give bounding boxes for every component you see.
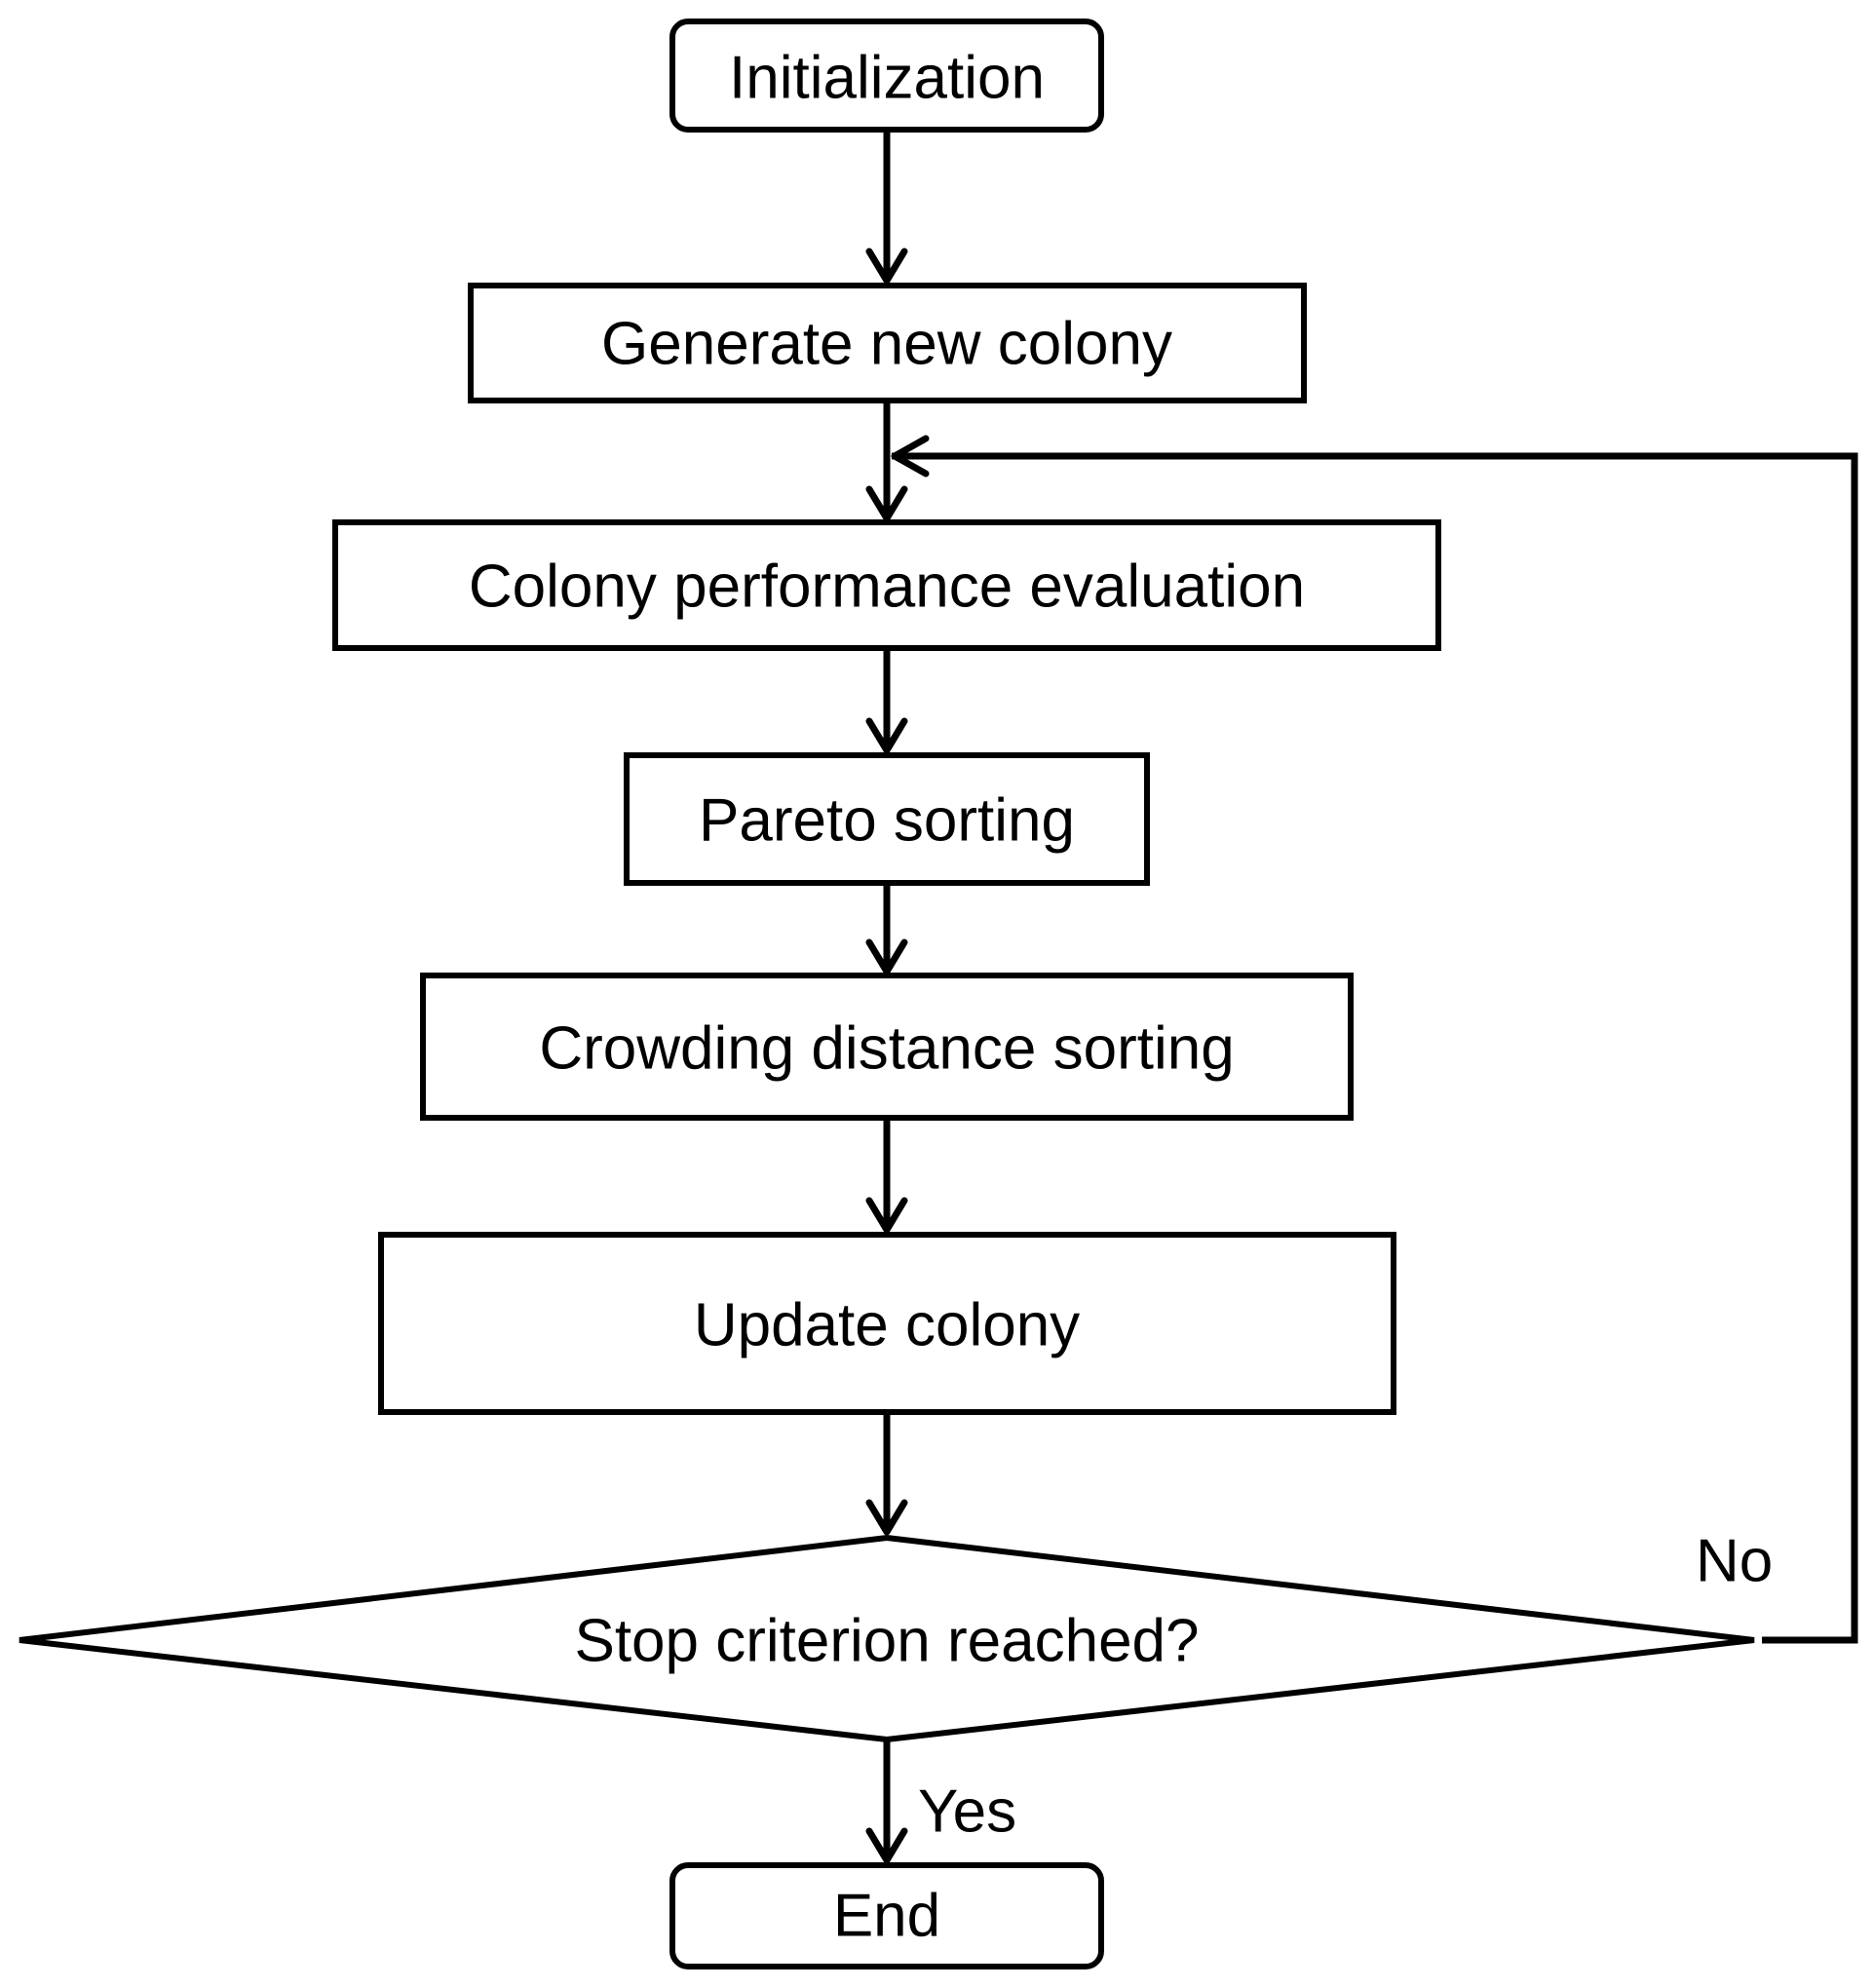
node-crowding-distance-sorting: Crowding distance sorting bbox=[420, 973, 1354, 1121]
arrowhead-loop bbox=[891, 435, 930, 478]
edge-label-yes: Yes bbox=[918, 1778, 1016, 1846]
arrowhead-evaluation bbox=[865, 485, 908, 522]
end-label: End bbox=[833, 1883, 940, 1950]
generate-label: Generate new colony bbox=[601, 311, 1172, 378]
node-generate-new-colony: Generate new colony bbox=[468, 283, 1307, 403]
node-end: End bbox=[669, 1862, 1104, 1969]
crowding-label: Crowding distance sorting bbox=[539, 1015, 1234, 1083]
initialization-label: Initialization bbox=[729, 45, 1045, 112]
pareto-label: Pareto sorting bbox=[699, 787, 1075, 855]
arrowhead-pareto bbox=[865, 717, 908, 754]
node-stop-criterion-decision: Stop criterion reached? bbox=[19, 1534, 1755, 1743]
node-pareto-sorting: Pareto sorting bbox=[624, 752, 1150, 886]
arrowhead-crowding bbox=[865, 938, 908, 975]
arrowhead-update bbox=[865, 1197, 908, 1234]
edge-label-no: No bbox=[1696, 1528, 1773, 1595]
edge-decision-loop-back bbox=[892, 452, 1858, 1644]
arrowhead-decision bbox=[865, 1499, 908, 1536]
node-initialization: Initialization bbox=[669, 19, 1104, 133]
arrowhead-generate bbox=[865, 248, 908, 285]
update-label: Update colony bbox=[694, 1292, 1080, 1359]
node-colony-performance-evaluation: Colony performance evaluation bbox=[332, 519, 1441, 651]
arrowhead-end bbox=[865, 1827, 908, 1864]
evaluation-label: Colony performance evaluation bbox=[469, 554, 1305, 621]
node-update-colony: Update colony bbox=[378, 1232, 1396, 1415]
decision-label: Stop criterion reached? bbox=[574, 1608, 1199, 1675]
connectors bbox=[865, 130, 1858, 1864]
